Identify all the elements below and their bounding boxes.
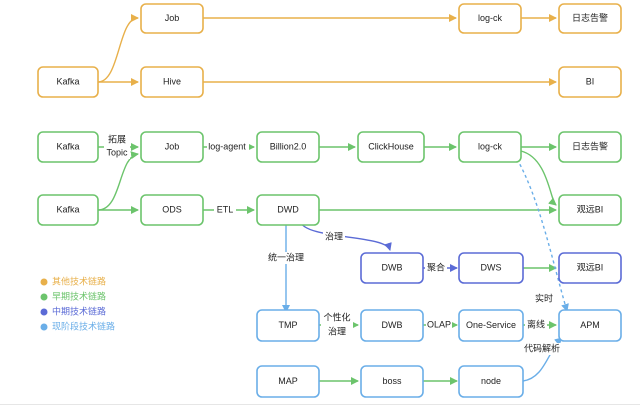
node-job-1[interactable]: Job (140, 3, 204, 34)
svg-text:TMP: TMP (279, 320, 298, 330)
node-dws[interactable]: DWS (458, 252, 524, 284)
svg-text:观远BI: 观远BI (577, 262, 604, 272)
node-logck-2[interactable]: log-ck (458, 131, 522, 163)
label-olap: OLAP (427, 319, 451, 329)
svg-text:Job: Job (165, 141, 180, 151)
node-kafka-1[interactable]: Kafka (37, 66, 99, 98)
label-log-agent: log-agent (208, 141, 246, 151)
edge-logck-apm-realtime (516, 158, 569, 312)
svg-text:One-Service: One-Service (466, 320, 516, 330)
legend-label: 中期技术链路 (52, 305, 106, 316)
label-aggregate: 聚合 (427, 261, 445, 272)
edge-kafka-expand (97, 151, 139, 211)
legend-dot (40, 308, 48, 316)
legend-item: 中期技术链路 (40, 305, 106, 316)
node-one-service[interactable]: One-Service (458, 309, 524, 342)
node-dwb-2[interactable]: DWB (360, 309, 424, 342)
legend-item: 早期技术链路 (40, 290, 106, 301)
legend-dot (40, 278, 48, 286)
node-apm[interactable]: APM (558, 309, 622, 342)
legend-label: 早期技术链路 (52, 290, 106, 301)
edges-blue (282, 158, 569, 382)
node-kafka-2[interactable]: Kafka (37, 131, 99, 163)
label-expand: 拓展 (108, 133, 126, 144)
node-tmp[interactable]: TMP (256, 309, 320, 342)
node-clickhouse[interactable]: ClickHouse (357, 131, 425, 163)
label-code-parse: 代码解析 (524, 342, 560, 353)
legend-label: 其他技术链路 (52, 275, 106, 286)
svg-text:MAP: MAP (278, 376, 298, 386)
node-logck-1[interactable]: log-ck (458, 3, 522, 34)
node-dwb-1[interactable]: DWB (360, 252, 424, 284)
label-personalized-govern: 治理 (328, 325, 346, 336)
node-bi-1[interactable]: BI (558, 66, 622, 98)
label-realtime: 实时 (535, 292, 553, 303)
label-offline: 离线 (527, 318, 545, 329)
svg-text:日志告警: 日志告警 (572, 140, 608, 151)
svg-text:ClickHouse: ClickHouse (368, 141, 414, 151)
label-govern: 治理 (325, 230, 343, 241)
svg-text:log-ck: log-ck (478, 141, 503, 151)
svg-text:log-ck: log-ck (478, 13, 503, 23)
svg-text:ODS: ODS (162, 204, 182, 214)
svg-text:DWB: DWB (382, 262, 403, 272)
svg-text:Kafka: Kafka (56, 76, 79, 86)
node-node[interactable]: node (458, 365, 524, 398)
svg-text:Job: Job (165, 13, 180, 23)
edge-kafka-job (97, 14, 139, 83)
legend-dot (40, 323, 48, 331)
node-dwd[interactable]: DWD (256, 194, 320, 226)
svg-text:日志告警: 日志告警 (572, 12, 608, 23)
node-billion[interactable]: Billion2.0 (256, 131, 320, 163)
node-boss[interactable]: boss (360, 365, 424, 398)
label-unified-govern: 统一治理 (268, 251, 304, 262)
svg-text:Kafka: Kafka (56, 141, 79, 151)
label-topic: Topic (106, 147, 128, 157)
legend-item: 现阶段技术链路 (40, 320, 115, 331)
node-kafka-3[interactable]: Kafka (37, 194, 99, 226)
edge-logck-bi (520, 150, 557, 206)
label-etl: ETL (217, 204, 234, 214)
legend-dot (40, 293, 48, 301)
svg-text:boss: boss (382, 376, 402, 386)
svg-text:Kafka: Kafka (56, 204, 79, 214)
node-bi-2[interactable]: 观远BI (558, 194, 622, 226)
edge-labels: 拓展 Topic log-agent ETL 治理 统一治理 聚合 个性化 治理… (104, 133, 563, 355)
svg-text:node: node (481, 376, 501, 386)
legend-item: 其他技术链路 (40, 275, 106, 286)
legend-label: 现阶段技术链路 (52, 320, 115, 331)
svg-text:DWB: DWB (382, 320, 403, 330)
svg-text:Billion2.0: Billion2.0 (270, 141, 307, 151)
svg-text:APM: APM (580, 320, 600, 330)
svg-text:DWS: DWS (481, 262, 502, 272)
node-map[interactable]: MAP (256, 365, 320, 398)
edges-orange (97, 14, 557, 86)
node-alert-2[interactable]: 日志告警 (558, 131, 622, 163)
node-bi-3[interactable]: 观远BI (558, 252, 622, 284)
svg-text:DWD: DWD (277, 204, 299, 214)
svg-text:Hive: Hive (163, 76, 181, 86)
label-personalized: 个性化 (323, 311, 350, 322)
svg-text:BI: BI (586, 76, 595, 86)
node-alert-1[interactable]: 日志告警 (558, 3, 622, 34)
bottom-divider (0, 404, 640, 405)
node-job-2[interactable]: Job (140, 131, 204, 163)
node-hive[interactable]: Hive (140, 66, 204, 98)
node-ods[interactable]: ODS (140, 194, 204, 226)
svg-text:观远BI: 观远BI (577, 204, 604, 214)
edge-node-apm (522, 337, 563, 382)
